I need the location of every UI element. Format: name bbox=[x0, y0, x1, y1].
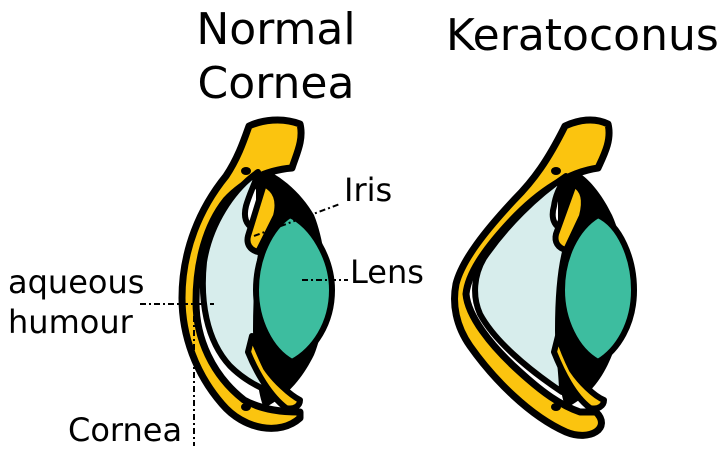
lens-label: Lens bbox=[350, 256, 424, 288]
normal-eye bbox=[182, 120, 332, 428]
keratoconus-lens bbox=[562, 215, 634, 362]
keratoconus-eye bbox=[455, 120, 634, 435]
normal-dot-upper bbox=[241, 167, 251, 175]
cornea-label: Cornea bbox=[68, 414, 182, 446]
normal-cornea-title-line2: Cornea bbox=[196, 62, 356, 106]
keratoconus-dot-upper bbox=[551, 167, 561, 175]
iris-label: Iris bbox=[344, 174, 392, 206]
aqueous-humour-label-line2: humour bbox=[8, 306, 133, 338]
keratoconus-dot-lower bbox=[551, 403, 561, 411]
normal-cornea-title-line1: Normal bbox=[196, 8, 356, 52]
keratoconus-title: Keratoconus bbox=[446, 14, 718, 58]
aqueous-humour-label-line1: aqueous bbox=[8, 266, 144, 298]
normal-dot-lower bbox=[241, 403, 251, 411]
